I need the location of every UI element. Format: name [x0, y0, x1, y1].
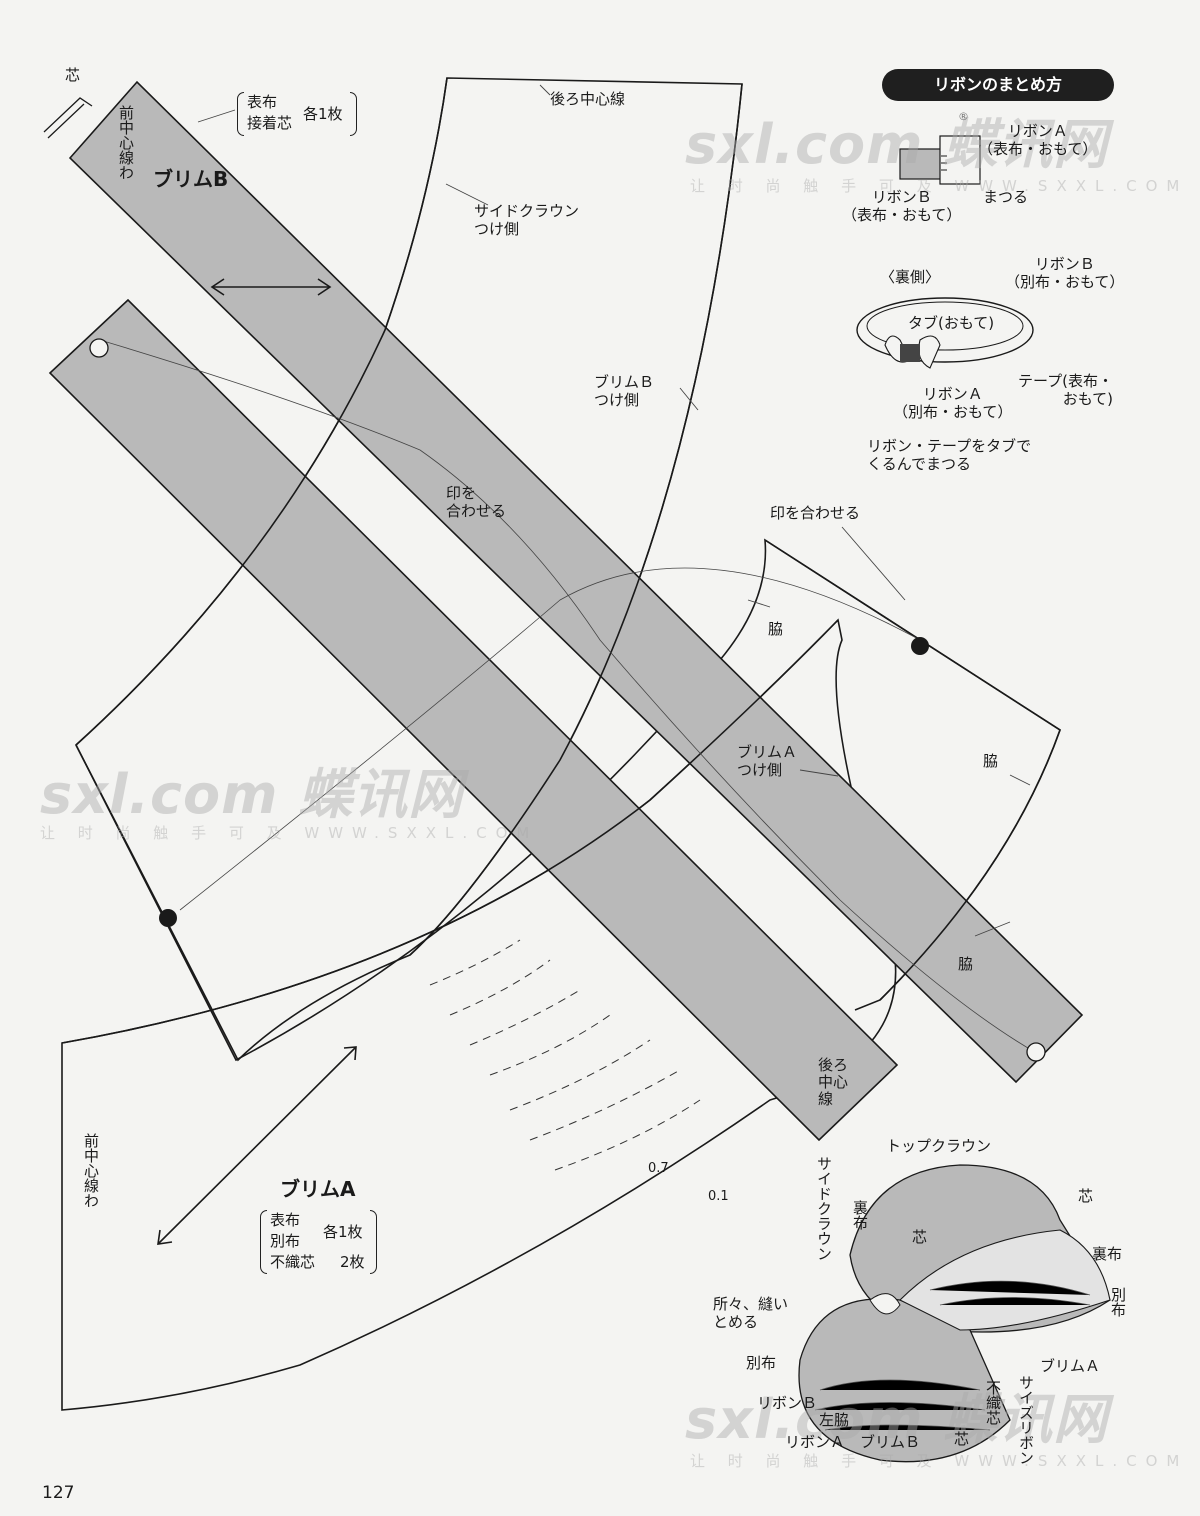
brim-b-brace-right: [350, 92, 357, 136]
ribbon-tape: テープ(表布・ おもて): [1018, 372, 1113, 408]
small-piece-side-2: 脇: [983, 752, 999, 770]
ribbon-a-outer: リボンＡ （表布・おもて）: [978, 122, 1098, 158]
ribbon-tab: タブ(おもて): [908, 314, 995, 332]
assembly-core-2: 芯: [1078, 1187, 1094, 1205]
brim-b-front-center: 前中心線わ: [117, 105, 135, 180]
watermark-slogan: 让 时 尚 触 手 可 及 WWW.SXXL.COM: [690, 1452, 1189, 1470]
assembly-core-1: 芯: [912, 1228, 928, 1246]
brim-b-brace: [237, 92, 244, 136]
brim-b-title: ブリムB: [153, 167, 229, 191]
ribbon-stitch: まつる: [983, 188, 1029, 206]
brim-b-strip: [68, 80, 1084, 1084]
brim-a-fabric-3: 不織芯: [270, 1253, 316, 1271]
small-piece-match-marks: 印を合わせる: [770, 504, 861, 522]
watermark-logo: sxl.com 蝶讯网: [685, 113, 1109, 176]
assembly-lining-1: 裏布: [851, 1200, 869, 1230]
assembly-brim-a: ブリムＡ: [1040, 1357, 1101, 1375]
brim-a-brace-right: [370, 1210, 377, 1274]
ribbon-b-outer: リボンＢ （表布・おもて）: [842, 188, 962, 224]
strip-side: 脇: [958, 955, 974, 973]
assembly-ribbon-b: リボンＢ: [757, 1394, 818, 1412]
watermark-slogan: 让 时 尚 触 手 可 及 WWW.SXXL.COM: [40, 824, 539, 842]
brim-a-count-3: 2枚: [340, 1253, 365, 1271]
side-crown-brim-b-attach: ブリムＢ つけ側: [594, 373, 655, 409]
ribbon-loop-sketch: [856, 297, 1034, 369]
assembly-side-crown: サイドクラウン: [815, 1156, 833, 1261]
assembly-top-crown: トップクラウン: [886, 1137, 992, 1155]
assembly-nonwoven: 不織芯: [984, 1380, 1002, 1425]
ribbon-a-other: リボンＡ （別布・おもて）: [893, 385, 1013, 421]
side-crown-match-marks: 印を 合わせる: [446, 484, 507, 520]
brim-a-brace: [260, 1210, 267, 1274]
brim-b-fabric-1: 表布: [247, 93, 278, 111]
brim-a-measure-2: 0.1: [708, 1189, 729, 1204]
brim-a-fabric-1: 表布: [270, 1211, 301, 1229]
assembly-ribbon-a: リボンＡ: [785, 1433, 846, 1451]
ribbon-heading: リボンのまとめ方: [882, 69, 1114, 101]
small-piece-side-1: 脇: [768, 620, 784, 638]
ribbon-sketch-top: [899, 135, 981, 185]
watermark-logo: sxl.com 蝶讯网: [40, 763, 464, 826]
assembly-brim-b: ブリムＢ: [860, 1433, 921, 1451]
strip-back-center: 後ろ中心線: [818, 1056, 849, 1108]
long-strip: [48, 298, 899, 1142]
assembly-lining-2: 裏布: [1092, 1245, 1123, 1263]
brim-a-fabric-2: 別布: [270, 1232, 301, 1250]
brim-b-fabric-2: 接着芯: [247, 114, 293, 132]
assembly-core-3: 芯: [954, 1430, 970, 1448]
brim-b-count: 各1枚: [303, 105, 343, 123]
assembly-other-2: 別布: [746, 1354, 777, 1372]
assembly-other-1: 別布: [1109, 1287, 1127, 1317]
brim-a-measure-1: 0.7: [648, 1161, 669, 1176]
ribbon-b-other: リボンＢ （別布・おもて）: [1005, 255, 1125, 291]
ribbon-wrap-note: リボン・テープをタブで くるんでまつる: [867, 437, 1032, 473]
side-crown-back-center: 後ろ中心線: [550, 90, 626, 108]
side-crown-attach-side: サイドクラウン つけ側: [474, 202, 580, 238]
registered-mark: ®: [958, 110, 969, 123]
watermark-logo: sxl.com 蝶讯网: [685, 1388, 1109, 1451]
page-number: 127: [42, 1483, 75, 1503]
small-piece-brim-a-attach: ブリムＡ つけ側: [737, 743, 798, 779]
ribbon-back-side: 〈裏側〉: [880, 268, 941, 286]
brim-b-core-label: 芯: [65, 66, 81, 84]
match-marks: [89, 338, 1046, 1062]
assembly-size-ribbon: サイズリボン: [1017, 1375, 1035, 1465]
assembly-left-side: 左脇: [819, 1411, 850, 1429]
brim-a-count-1: 各1枚: [323, 1223, 363, 1241]
hat-assembly-sketch: [798, 1164, 1111, 1463]
brim-a-front-center: 前中心線わ: [82, 1133, 100, 1208]
brim-a-title: ブリムA: [280, 1177, 356, 1201]
assembly-tack: 所々、縫い とめる: [713, 1295, 789, 1331]
watermark-slogan: 让 时 尚 触 手 可 及 WWW.SXXL.COM: [690, 177, 1189, 195]
